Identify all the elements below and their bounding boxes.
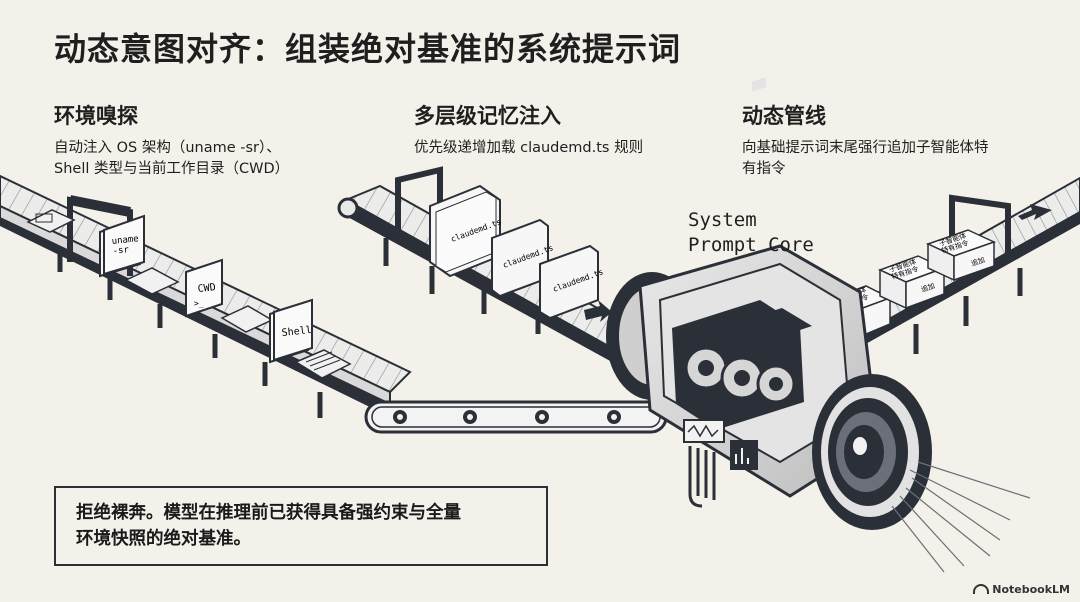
svg-text:>_: >_ xyxy=(194,299,204,308)
file-stack-2: claudemd.ts xyxy=(491,218,555,298)
gear-icon xyxy=(684,346,796,404)
column-heading: 动态管线 xyxy=(742,104,826,128)
card-uname: uname-sr xyxy=(99,214,145,278)
card-label: uname-sr xyxy=(111,234,140,257)
callout-text: 拒绝裸奔。模型在推理前已获得具备强约束与全量 环境快照的绝对基准。 xyxy=(76,503,461,549)
column-heading: 环境嗅探 xyxy=(54,104,138,128)
column-heading: 多层级记忆注入 xyxy=(414,104,561,128)
column-env-sniffing: 环境嗅探 自动注入 OS 架构（uname -sr）、 Shell 类型与当前工… xyxy=(54,100,354,180)
page-title: 动态意图对齐：组装绝对基准的系统提示词 xyxy=(54,30,682,68)
left-conveyor: uname-sr CWD >_ Shell xyxy=(0,174,412,418)
column-memory-injection: 多层级记忆注入 优先级递增加载 claudemd.ts 规则 xyxy=(414,100,714,159)
box-label: 追加 xyxy=(970,255,986,268)
middle-conveyor: claudemd.ts claudemd.ts claudemd.ts xyxy=(337,166,643,362)
column-body: 优先级递增加载 claudemd.ts 规则 xyxy=(414,140,644,156)
box-group-3: 子智能体特有指令 追加 xyxy=(926,229,996,282)
box-label: 追加 xyxy=(920,281,936,294)
notebooklm-logo-icon xyxy=(973,584,990,594)
feeder-belt xyxy=(364,400,668,434)
column-body: 自动注入 OS 架构（uname -sr）、 Shell 类型与当前工作目录（C… xyxy=(54,140,290,177)
file-stack-3: claudemd.ts xyxy=(539,244,605,320)
column-dynamic-pipeline: 动态管线 向基础提示词末尾强行追加子智能体特 有指令 xyxy=(742,100,1032,180)
watermark-text: NotebookLM xyxy=(992,583,1070,596)
column-body: 向基础提示词末尾强行追加子智能体特 有指令 xyxy=(742,140,989,177)
card-label: Shell xyxy=(281,325,312,339)
summary-callout: 拒绝裸奔。模型在推理前已获得具备强约束与全量 环境快照的绝对基准。 xyxy=(54,486,548,566)
file-stack-1: claudemd.ts xyxy=(429,184,503,278)
arrow-left-icon xyxy=(1018,204,1052,220)
card-shell: Shell xyxy=(269,298,313,364)
watermark: NotebookLM xyxy=(973,583,1070,596)
card-label: CWD xyxy=(197,282,216,295)
core-label: System Prompt Core xyxy=(688,209,814,256)
system-prompt-core-machine xyxy=(606,77,1031,573)
lens-icon xyxy=(853,437,867,455)
arrow-icon xyxy=(584,300,612,322)
card-cwd: CWD >_ xyxy=(185,258,223,318)
